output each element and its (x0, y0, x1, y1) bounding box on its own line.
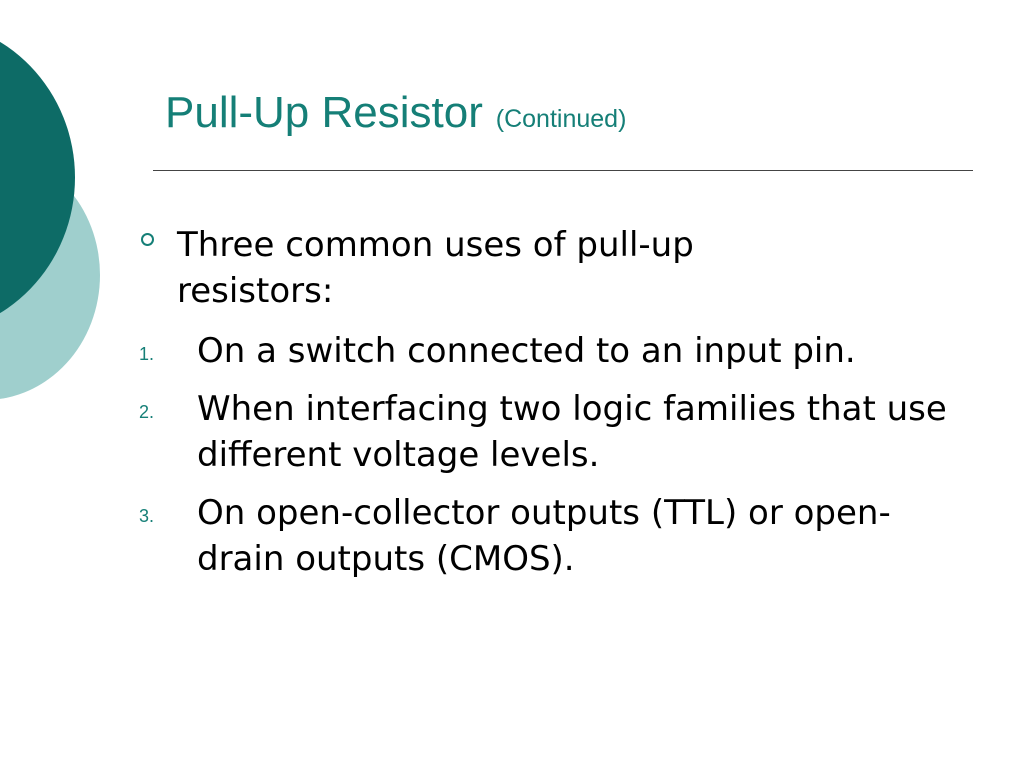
list-item-text: On open-collector outputs (TTL) or open-… (197, 493, 891, 579)
title-main: Pull-Up Resistor (165, 88, 483, 137)
hollow-circle-bullet-icon (141, 233, 154, 246)
list-item-text: On a switch connected to an input pin. (197, 331, 856, 371)
list-number: 3. (139, 506, 155, 526)
slide-title: Pull-Up Resistor (Continued) (165, 88, 626, 138)
list-number: 1. (139, 344, 155, 364)
list-item-text: When interfacing two logic families that… (197, 389, 947, 475)
list-number: 2. (139, 402, 155, 422)
title-divider (153, 170, 973, 171)
title-continued: (Continued) (495, 105, 627, 133)
bullet-item: Three common uses of pull-up resistors: (177, 225, 694, 311)
